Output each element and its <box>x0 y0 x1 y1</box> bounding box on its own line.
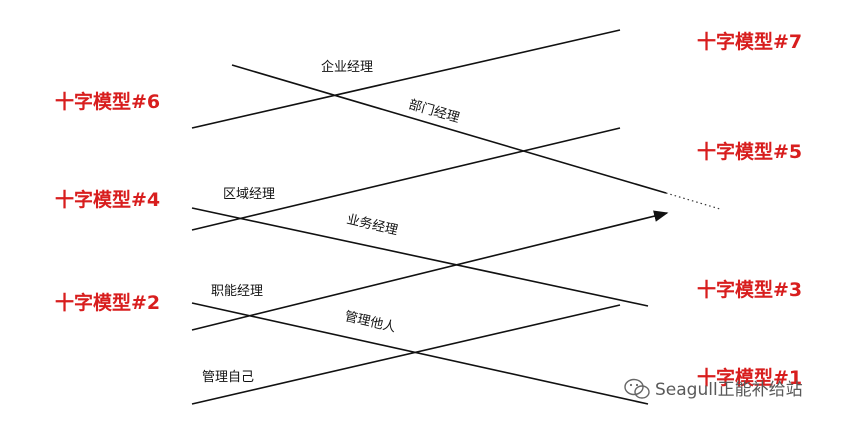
rising-line-top <box>191 29 621 129</box>
role-label-regional-manager: 区域经理 <box>223 187 275 202</box>
model-label-1: 十字模型#1 <box>697 366 802 389</box>
role-label-manage-others: 管理他人 <box>343 309 397 335</box>
falling-line-dotted-extension <box>665 192 721 210</box>
watermark-text: Seagull正能补给站 <box>655 380 803 400</box>
model-label-7: 十字模型#7 <box>697 30 802 53</box>
role-label-enterprise-manager: 企业经理 <box>321 59 373 75</box>
rising-line-bottom <box>191 304 621 405</box>
role-label-functional-manager: 职能经理 <box>211 284 263 299</box>
rising-line-arrow <box>191 210 669 331</box>
wechat-icon <box>624 378 650 399</box>
role-label-manage-self: 管理自己 <box>202 370 254 385</box>
rising-line-upper <box>191 127 621 231</box>
role-label-business-manager: 业务经理 <box>345 211 399 238</box>
model-label-4: 十字模型#4 <box>55 188 160 211</box>
model-label-5: 十字模型#5 <box>697 140 802 163</box>
model-label-2: 十字模型#2 <box>55 291 160 314</box>
model-label-6: 十字模型#6 <box>55 90 160 113</box>
model-label-3: 十字模型#3 <box>697 278 802 301</box>
falling-line-middle <box>191 207 649 307</box>
falling-line-bottom <box>191 302 649 405</box>
falling-line-top <box>231 64 667 194</box>
role-label-department-manager: 部门经理 <box>407 97 461 126</box>
